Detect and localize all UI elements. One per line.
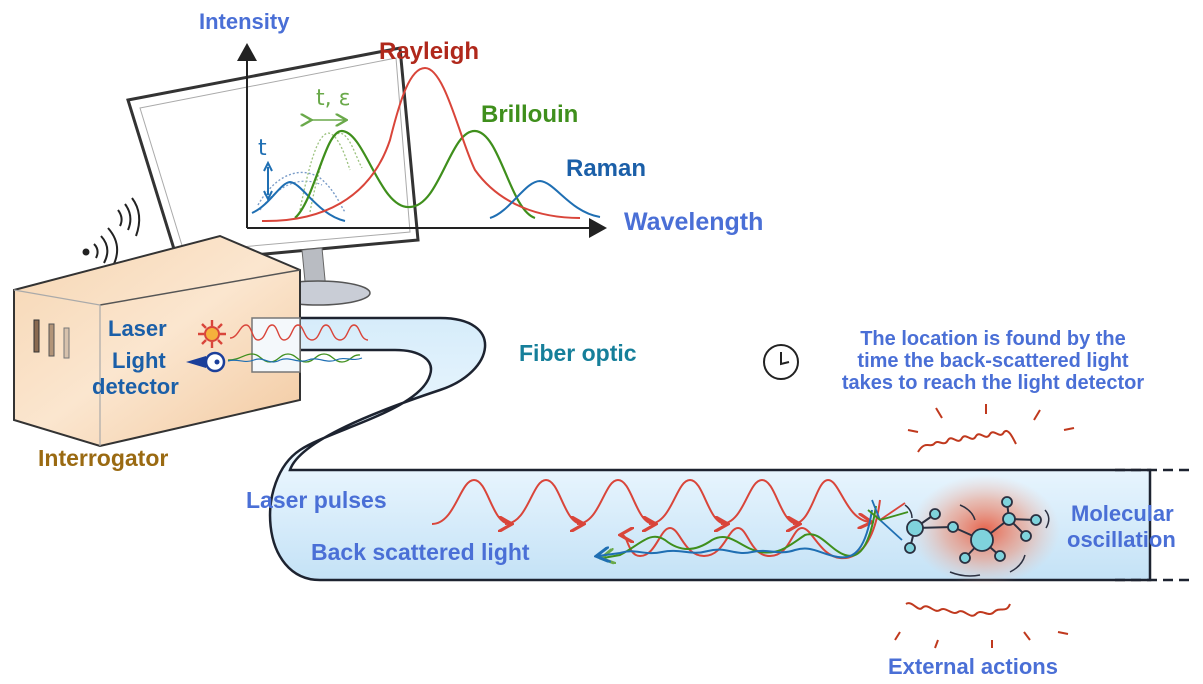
fiber-connector [251,317,301,373]
strain-shift-label: t, ε [316,86,351,111]
rayleigh-curve [261,66,581,223]
x-axis-label: Wavelength [624,208,764,236]
detector-label-line2: detector [92,374,179,399]
interrogator-label: Interrogator [38,445,169,471]
temperature-shift-label: t [258,136,267,161]
molecular-label-line1: Molecular [1071,501,1174,526]
external-action-wave-bottom [894,602,1069,649]
raman-shifted-curve [257,171,346,213]
spectrum-chart [237,43,607,238]
backscatter-label: Back scattered light [311,539,530,565]
rayleigh-label: Rayleigh [379,38,480,65]
wifi-icon [82,197,141,269]
interrogator-box [13,234,301,448]
brillouin-shifted-curve [309,132,363,213]
monitor-frame [126,46,420,264]
raman-label: Raman [566,155,647,182]
vent-slot [63,327,70,359]
location-note-line3: takes to reach the light detector [841,372,1145,394]
laser-pulses-label: Laser pulses [246,487,387,513]
laser-label: Laser [108,316,167,341]
location-note: The location is found by the time the ba… [808,328,1178,394]
detector-label-line1: Light [112,348,166,373]
brillouin-label: Brillouin [481,101,579,128]
eye-detector-icon [186,351,226,373]
brillouin-curve [294,129,536,220]
outgoing-pulse-small [229,324,369,341]
return-wave-small [227,357,363,363]
external-action-wave-top [907,404,1075,453]
scattering-point [867,499,909,541]
vent-slot [33,319,40,353]
clock-icon [763,344,799,380]
backscattered-waves [598,499,881,558]
molecule-icon [904,475,1060,585]
raman-antistokes-curve [489,179,601,219]
vent-slot [48,323,55,357]
location-note-line1: The location is found by the [860,328,1126,350]
laser-icon [198,320,226,348]
external-actions-label: External actions [888,654,1058,679]
location-note-line2: time the back-scattered light [857,350,1129,372]
molecular-label-line2: oscillation [1067,527,1176,552]
laser-pulses [431,478,870,524]
monitor-screen-edge [139,57,411,253]
return-wave-small [227,353,361,363]
fiber-optic-label: Fiber optic [519,340,637,366]
y-axis-label: Intensity [199,9,290,34]
monitor [126,46,420,306]
